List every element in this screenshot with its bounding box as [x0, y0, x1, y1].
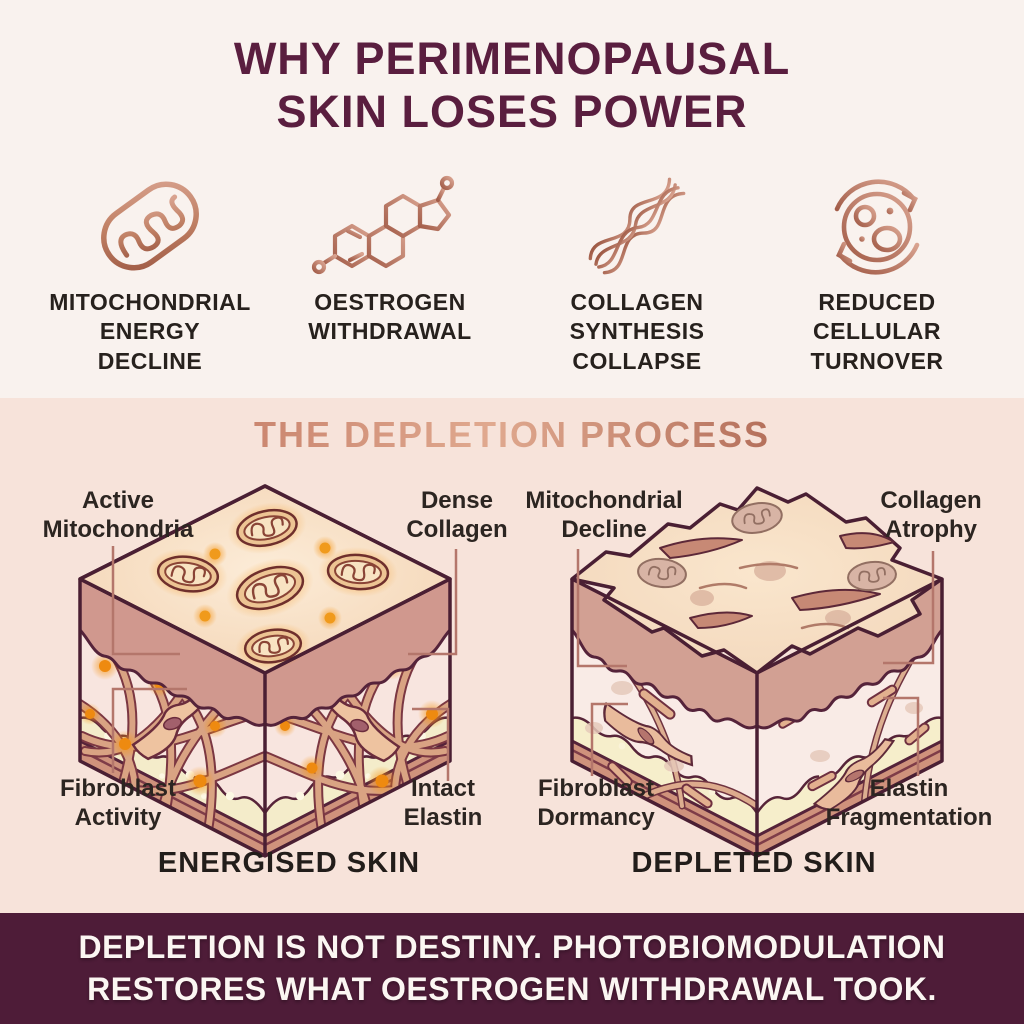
factor-oestrogen-withdrawal: OESTROGEN WITHDRAWAL: [260, 168, 520, 347]
factor-label: MITOCHONDRIAL ENERGY DECLINE: [49, 289, 251, 374]
dull-spots: [690, 561, 851, 626]
page-title: WHY PERIMENOPAUSAL SKIN LOSES POWER: [0, 33, 1024, 138]
cube-outline: [570, 577, 944, 858]
collagen-fiber-icon: [584, 173, 690, 279]
caption-energised-skin: ENERGISED SKIN: [157, 847, 421, 879]
factor-mitochondrial-energy-decline: MITOCHONDRIAL ENERGY DECLINE: [20, 168, 280, 376]
label-active-mitochondria: Active Mitochondria: [42, 487, 194, 544]
leader-lines: [576, 549, 935, 776]
label-elastin-fragmentation: Elastin Fragmentation: [825, 775, 993, 832]
energised-skin-cube: [78, 484, 458, 858]
dormant-fibroblast: [603, 701, 694, 767]
factor-label: OESTROGEN WITHDRAWAL: [308, 289, 472, 345]
banner-line-1: DEPLETION IS NOT DESTINY. PHOTOBIOMODULA…: [78, 928, 946, 965]
cube-outline: [78, 484, 452, 858]
label-dense-collagen: Dense Collagen: [406, 487, 508, 544]
banner-line-2: RESTORES WHAT OESTROGEN WITHDRAWAL TOOK.: [87, 970, 937, 1007]
wrinkle-folds: [659, 532, 895, 629]
label-fibroblast-dormancy: Fibroblast Dormancy: [537, 775, 655, 832]
label-collagen-atrophy: Collagen Atrophy: [880, 487, 982, 544]
leader-lines: [111, 546, 458, 781]
depleted-skin-cube: [570, 486, 944, 858]
label-fibroblast-activity: Fibroblast Activity: [59, 775, 176, 832]
factor-reduced-cellular-turnover: REDUCED CELLULAR TURNOVER: [747, 168, 1007, 376]
conclusion-banner: DEPLETION IS NOT DESTINY. PHOTOBIOMODULA…: [0, 913, 1024, 1024]
declining-mitochondria: [637, 502, 897, 592]
title-line-1: WHY PERIMENOPAUSAL: [233, 33, 791, 84]
dormant-fibroblast: [812, 738, 896, 811]
label-intact-elastin: Intact Elastin: [403, 775, 483, 832]
depletion-process-heading: THE DEPLETION PROCESS: [0, 414, 1024, 456]
mitochondrion-icon: [101, 181, 199, 271]
oestrogen-molecule-icon: [311, 175, 455, 275]
factor-collagen-synthesis-collapse: COLLAGEN SYNTHESIS COLLAPSE: [507, 168, 767, 376]
title-line-2: SKIN LOSES POWER: [276, 85, 748, 137]
cell-turnover-icon: [834, 179, 920, 275]
caption-depleted-skin: DEPLETED SKIN: [631, 847, 877, 879]
factor-label: COLLAGEN SYNTHESIS COLLAPSE: [569, 289, 705, 374]
label-mitochondrial-decline: Mitochondrial Decline: [525, 487, 683, 544]
factor-label: REDUCED CELLULAR TURNOVER: [810, 289, 944, 374]
